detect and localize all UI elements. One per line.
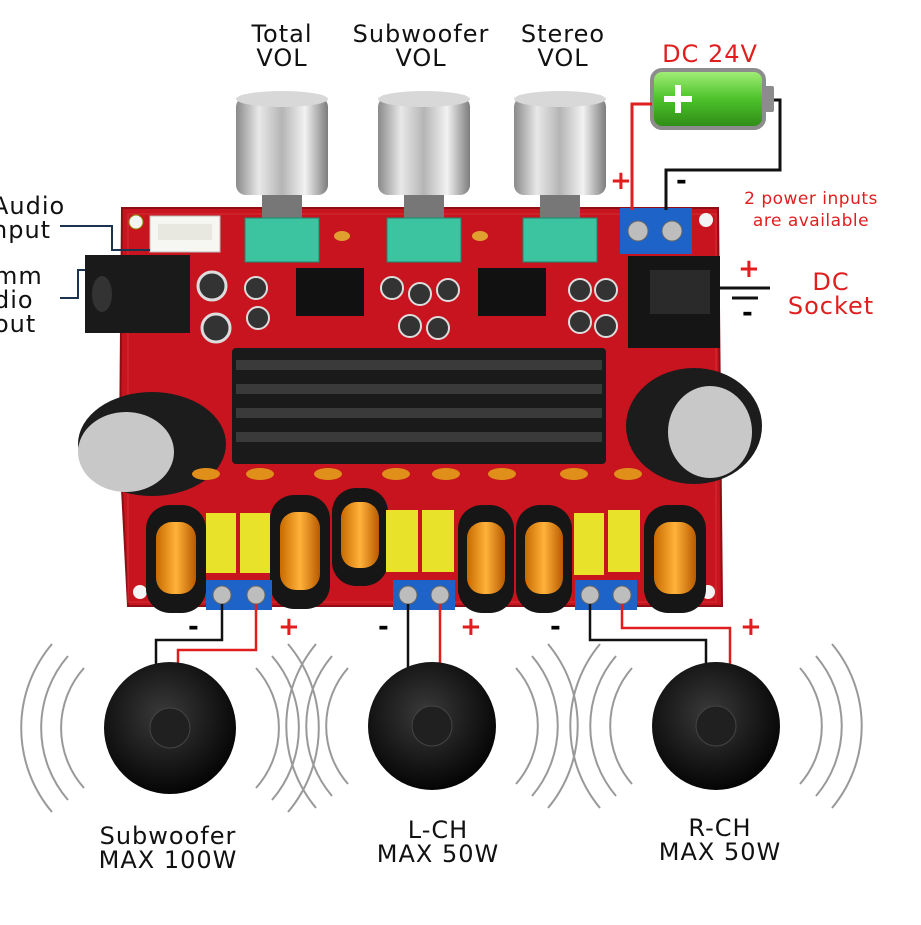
dc-socket-line2: Socket bbox=[787, 292, 875, 320]
aux-input-line2: nput bbox=[0, 216, 52, 244]
speaker-left-label: L-CH MAX 50W bbox=[360, 818, 516, 866]
knob-total-line2: VOL bbox=[256, 44, 308, 72]
output-terminals bbox=[206, 580, 637, 610]
dc-socket-label: DC Socket bbox=[776, 270, 886, 318]
power-plus-sign: + bbox=[610, 166, 632, 196]
right-plus-sign: + bbox=[740, 612, 762, 642]
sub-minus-sign: - bbox=[188, 612, 199, 642]
knob-subwoofer bbox=[378, 91, 470, 263]
power-wires bbox=[630, 98, 782, 210]
battery-icon bbox=[650, 68, 774, 130]
dc-socket bbox=[628, 256, 720, 348]
aux-connector bbox=[149, 215, 221, 253]
small-capacitors bbox=[196, 231, 618, 344]
heatsink bbox=[232, 348, 606, 464]
power-terminal bbox=[620, 208, 692, 254]
jack-input-label: mm dio out bbox=[0, 264, 54, 336]
speaker-subwoofer-name: Subwoofer bbox=[99, 822, 237, 850]
right-minus-sign: - bbox=[550, 612, 561, 642]
speaker-right bbox=[569, 643, 863, 809]
speaker-left-name: L-CH bbox=[407, 816, 469, 844]
jack-input-line1: mm bbox=[0, 262, 43, 290]
dc-socket-line1: DC bbox=[812, 268, 850, 296]
ceramic-capacitors bbox=[192, 468, 642, 480]
speaker-subwoofer-power: MAX 100W bbox=[98, 846, 238, 874]
speaker-left bbox=[285, 643, 579, 809]
battery-voltage-label: DC 24V bbox=[662, 40, 758, 68]
speaker-left-power: MAX 50W bbox=[376, 840, 500, 868]
knob-subwoofer-line1: Subwoofer bbox=[352, 20, 490, 48]
speaker-subwoofer bbox=[20, 643, 320, 813]
power-note-line2: are available bbox=[752, 211, 870, 231]
knob-subwoofer-label: Subwoofer VOL bbox=[336, 22, 506, 70]
jack-input-line2: dio bbox=[0, 286, 34, 314]
knob-stereo-line1: Stereo bbox=[520, 20, 606, 48]
dc-socket-symbol bbox=[720, 286, 770, 300]
callout-lines bbox=[60, 225, 150, 299]
knob-total-label: Total VOL bbox=[222, 22, 342, 70]
speaker-right-power: MAX 50W bbox=[658, 838, 782, 866]
aux-input-line1: Audio bbox=[0, 192, 66, 220]
aux-input-label: Audio nput bbox=[0, 194, 82, 242]
knob-total bbox=[236, 91, 328, 263]
audio-jack bbox=[85, 255, 190, 333]
socket-minus-sign: - bbox=[742, 298, 753, 328]
power-minus-sign: - bbox=[676, 166, 687, 196]
speaker-right-label: R-CH MAX 50W bbox=[642, 816, 798, 864]
socket-plus-sign: + bbox=[738, 254, 760, 284]
knob-stereo-label: Stereo VOL bbox=[500, 22, 626, 70]
speaker-right-name: R-CH bbox=[688, 814, 752, 842]
large-capacitors bbox=[78, 368, 762, 496]
left-plus-sign: + bbox=[460, 612, 482, 642]
sub-plus-sign: + bbox=[278, 612, 300, 642]
mounting-holes bbox=[128, 213, 715, 599]
jack-input-line3: out bbox=[0, 310, 37, 338]
inductors bbox=[146, 488, 706, 613]
knob-stereo-line2: VOL bbox=[537, 44, 589, 72]
left-minus-sign: - bbox=[378, 612, 389, 642]
speaker-subwoofer-label: Subwoofer MAX 100W bbox=[76, 824, 260, 872]
ic-chips bbox=[296, 268, 546, 316]
knob-total-line1: Total bbox=[251, 20, 313, 48]
knob-subwoofer-line2: VOL bbox=[395, 44, 447, 72]
power-inputs-note: 2 power inputs are available bbox=[726, 188, 896, 232]
film-capacitors bbox=[206, 510, 640, 575]
power-note-line1: 2 power inputs bbox=[744, 189, 878, 209]
knob-stereo bbox=[514, 91, 606, 263]
